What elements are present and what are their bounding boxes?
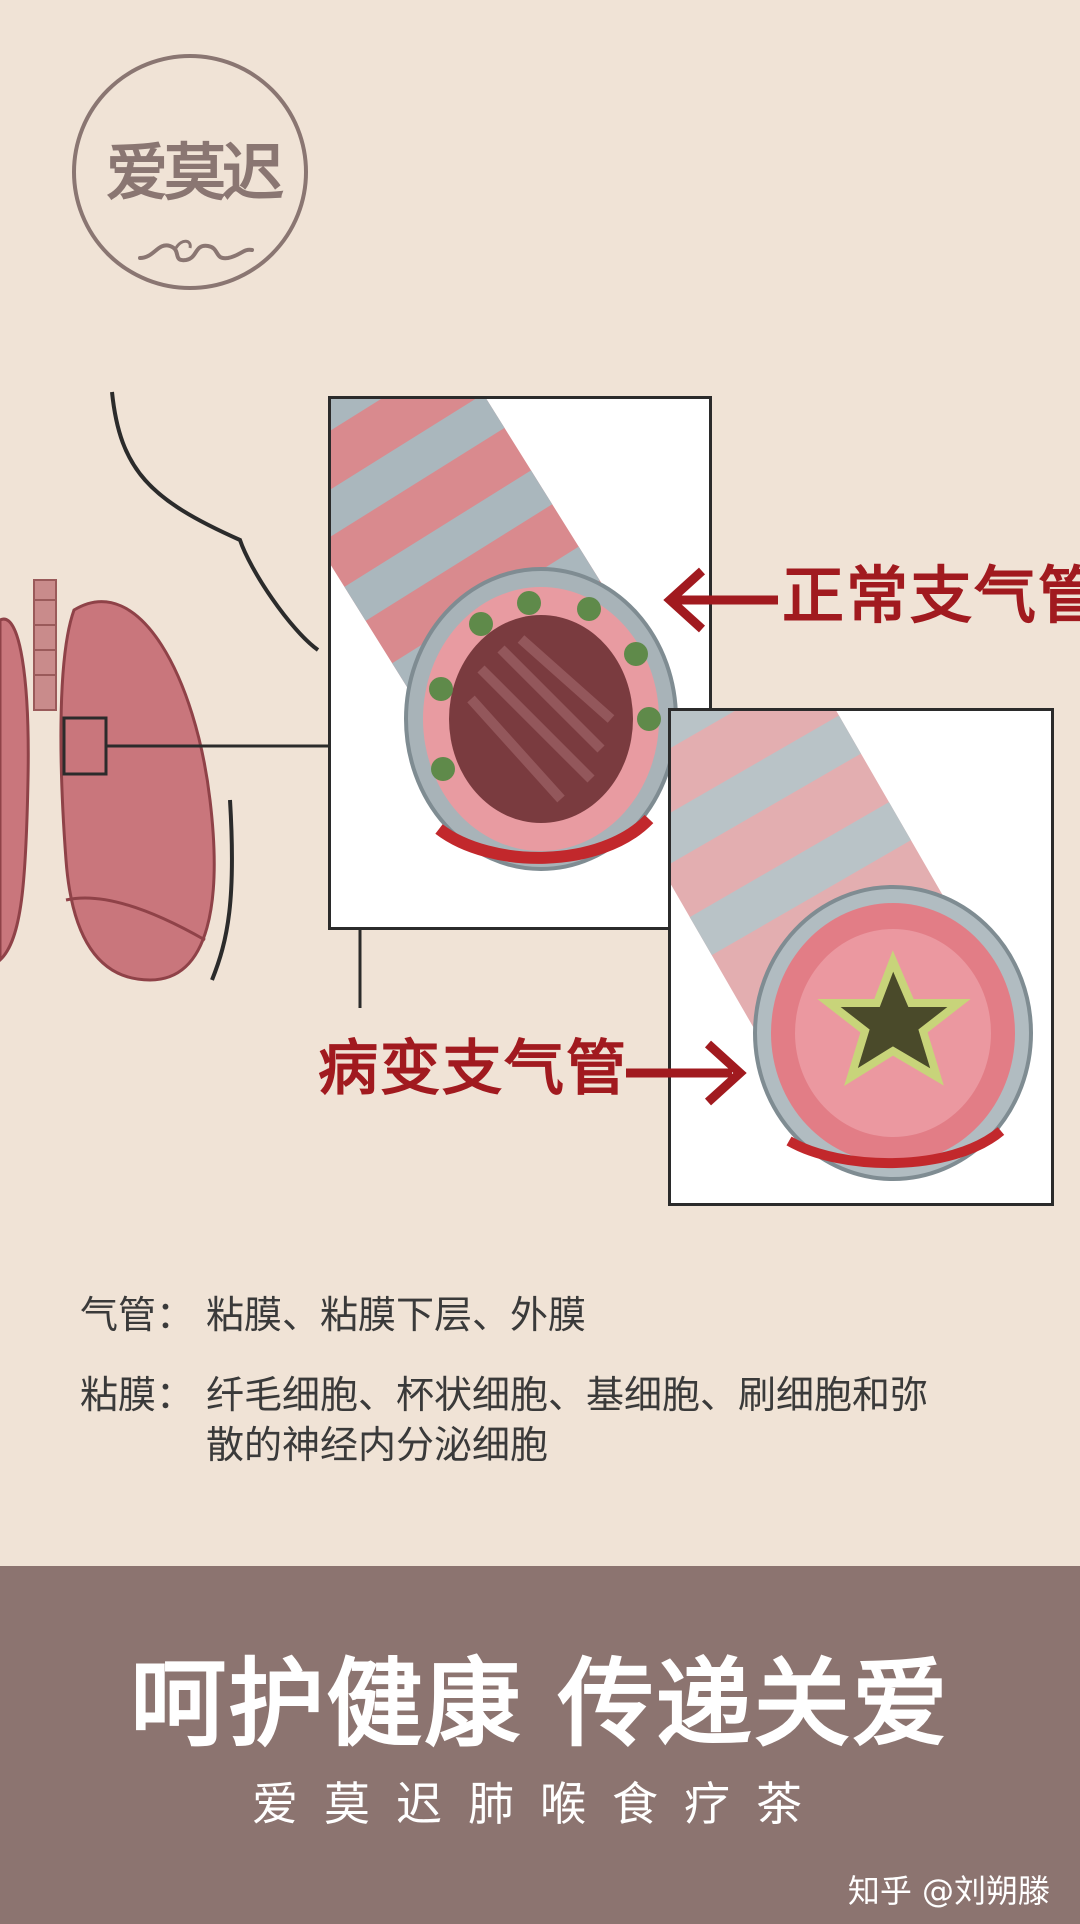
brand-logo: 爱莫迟 <box>72 54 308 290</box>
note-key: 粘膜： <box>80 1373 195 1417</box>
note-key: 气管： <box>80 1293 195 1337</box>
arrow-left-icon <box>663 567 778 633</box>
lungs-icon <box>0 391 330 982</box>
product-name: 爱莫迟肺喉食疗茶 <box>252 1777 828 1831</box>
diseased-bronchus-frame <box>668 708 1054 1206</box>
normal-bronchus-frame <box>328 396 712 930</box>
connector-line <box>358 928 362 1008</box>
bronchus-illustration: 正常支气管 病变支气管 <box>0 380 1080 1240</box>
anatomy-notes: 气管： 粘膜、粘膜下层、外膜 粘膜： 纤毛细胞、杯状细胞、基细胞、刷细胞和弥散的… <box>80 1290 946 1500</box>
note-row-mucosa: 粘膜： 纤毛细胞、杯状细胞、基细胞、刷细胞和弥散的神经内分泌细胞 <box>80 1370 946 1470</box>
diseased-bronchus-label: 病变支气管 <box>318 1034 628 1104</box>
slogan-text: 呵护健康 传递关爱 <box>130 1647 950 1760</box>
footer-banner: 呵护健康 传递关爱 爱莫迟肺喉食疗茶 知乎 @刘朔滕 <box>0 1566 1080 1924</box>
note-value: 粘膜、粘膜下层、外膜 <box>206 1293 587 1337</box>
arrow-right-icon <box>626 1040 747 1106</box>
note-row-trachea: 气管： 粘膜、粘膜下层、外膜 <box>80 1290 946 1340</box>
brand-logo-text: 爱莫迟 <box>105 136 284 209</box>
normal-bronchus-icon <box>331 399 678 871</box>
note-value: 纤毛细胞、杯状细胞、基细胞、刷细胞和弥散的神经内分泌细胞 <box>206 1373 929 1467</box>
source-watermark: 知乎 @刘朔滕 <box>847 1872 1050 1910</box>
logo-swirl-icon <box>138 239 254 263</box>
normal-bronchus-label: 正常支气管 <box>782 559 1080 632</box>
diseased-bronchus-icon <box>671 711 1033 1181</box>
